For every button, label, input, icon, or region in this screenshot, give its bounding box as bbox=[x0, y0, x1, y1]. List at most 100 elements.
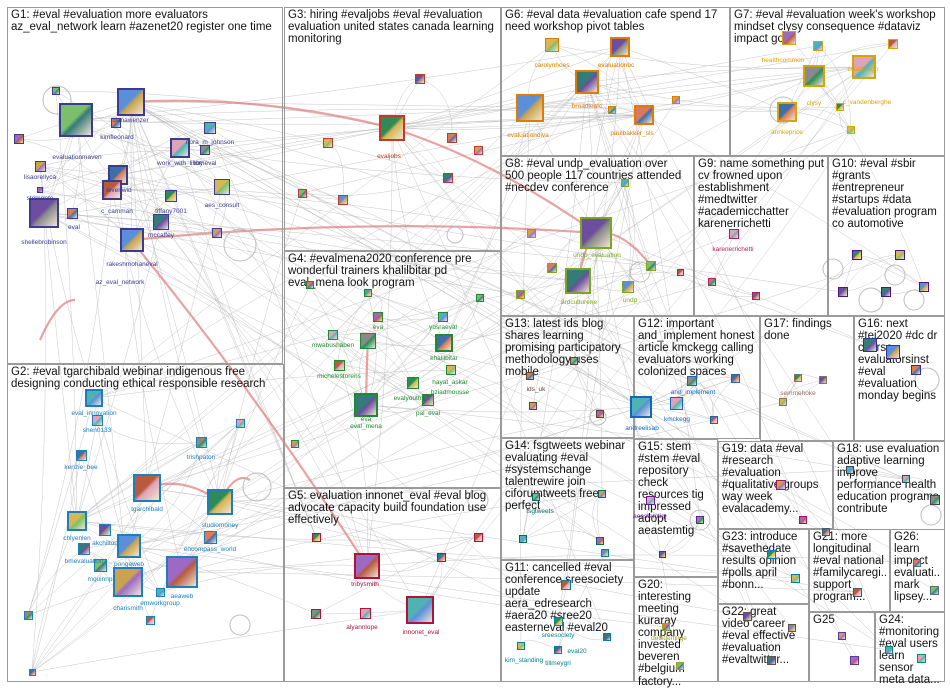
node-g2-avatar[interactable] bbox=[99, 524, 111, 536]
node-g16-avatar[interactable] bbox=[911, 365, 921, 375]
node-g1-avatar[interactable] bbox=[204, 122, 216, 134]
node-g10-avatar[interactable] bbox=[881, 287, 891, 297]
node-g3-avatar[interactable] bbox=[473, 145, 483, 155]
node-g7-avatar[interactable] bbox=[852, 55, 876, 79]
node-g9-avatar[interactable] bbox=[708, 278, 716, 286]
node-g3-avatar[interactable] bbox=[323, 138, 333, 148]
node-g1-avatar[interactable] bbox=[102, 180, 122, 200]
node-g2-avatar[interactable] bbox=[133, 474, 161, 502]
node-g5-avatar[interactable] bbox=[354, 553, 380, 579]
node-g9-avatar[interactable] bbox=[729, 229, 739, 239]
node-g7-avatar[interactable] bbox=[777, 102, 797, 122]
node-g7-avatar[interactable] bbox=[836, 103, 844, 111]
node-g2-avatar[interactable] bbox=[75, 449, 87, 461]
node-g10-avatar[interactable] bbox=[895, 250, 905, 260]
node-g3-avatar[interactable] bbox=[379, 115, 405, 141]
node-g6-avatar[interactable] bbox=[608, 106, 616, 114]
node-g11-avatar[interactable] bbox=[603, 633, 611, 641]
node-g2-avatar[interactable] bbox=[85, 389, 103, 407]
node-g2-avatar[interactable] bbox=[155, 587, 165, 597]
node-g2-avatar[interactable] bbox=[235, 418, 245, 428]
node-g23-avatar[interactable] bbox=[766, 549, 776, 559]
node-g17-avatar[interactable] bbox=[794, 374, 802, 382]
node-g20-avatar[interactable] bbox=[662, 623, 670, 631]
node-g7-avatar[interactable] bbox=[813, 41, 823, 51]
node-g1-avatar[interactable] bbox=[59, 103, 93, 137]
node-g10-avatar[interactable] bbox=[838, 287, 848, 297]
node-g2-avatar[interactable] bbox=[195, 436, 207, 448]
node-g24-avatar[interactable] bbox=[916, 653, 926, 663]
node-g8-avatar[interactable] bbox=[515, 289, 525, 299]
node-g8-avatar[interactable] bbox=[621, 179, 629, 187]
node-g8-avatar[interactable] bbox=[526, 228, 536, 238]
node-g24-avatar[interactable] bbox=[885, 646, 893, 654]
node-g13-avatar[interactable] bbox=[529, 402, 537, 410]
node-g1-avatar[interactable] bbox=[14, 134, 24, 144]
node-g6-avatar[interactable] bbox=[634, 105, 654, 125]
node-g20-avatar[interactable] bbox=[676, 662, 684, 670]
node-g15-avatar[interactable] bbox=[658, 550, 666, 558]
node-g6-avatar[interactable] bbox=[610, 37, 630, 57]
node-g1-avatar[interactable] bbox=[52, 87, 60, 95]
node-g12-avatar[interactable] bbox=[669, 396, 683, 410]
node-g2-avatar[interactable] bbox=[91, 414, 103, 426]
node-g15-avatar[interactable] bbox=[696, 516, 704, 524]
node-g2-avatar[interactable] bbox=[23, 610, 33, 620]
node-g1-avatar[interactable] bbox=[66, 207, 78, 219]
node-g25-avatar[interactable] bbox=[838, 632, 846, 640]
node-g22-avatar[interactable] bbox=[766, 655, 776, 665]
node-g3-avatar[interactable] bbox=[415, 74, 425, 84]
node-g1-avatar[interactable] bbox=[200, 145, 210, 155]
node-g12-avatar[interactable] bbox=[730, 373, 740, 383]
node-g18-avatar[interactable] bbox=[846, 466, 854, 474]
node-g2-avatar[interactable] bbox=[28, 668, 36, 676]
node-g6-avatar[interactable] bbox=[672, 96, 680, 104]
node-g10-avatar[interactable] bbox=[919, 282, 929, 292]
node-g8-avatar[interactable] bbox=[580, 217, 612, 249]
node-g21-avatar[interactable] bbox=[852, 587, 862, 597]
node-g19-avatar[interactable] bbox=[776, 480, 786, 490]
node-g1-avatar[interactable] bbox=[120, 228, 144, 252]
node-g1-avatar[interactable] bbox=[37, 187, 43, 193]
node-g3-avatar[interactable] bbox=[443, 173, 453, 183]
node-g6-avatar[interactable] bbox=[575, 70, 599, 94]
node-g8-avatar[interactable] bbox=[646, 261, 656, 271]
node-g2-avatar[interactable] bbox=[93, 558, 107, 572]
node-g2-avatar[interactable] bbox=[78, 543, 90, 555]
node-g5-avatar[interactable] bbox=[436, 552, 446, 562]
node-g6-avatar[interactable] bbox=[545, 38, 559, 52]
node-g1-avatar[interactable] bbox=[165, 190, 177, 202]
node-g13-avatar[interactable] bbox=[596, 410, 604, 418]
node-g10-avatar[interactable] bbox=[852, 250, 862, 260]
node-g4-avatar[interactable] bbox=[328, 330, 338, 340]
node-g1-avatar[interactable] bbox=[117, 88, 145, 116]
node-g5-avatar[interactable] bbox=[311, 609, 321, 619]
node-g4-avatar[interactable] bbox=[291, 440, 299, 448]
node-g4-avatar[interactable] bbox=[476, 294, 484, 302]
node-g1-avatar[interactable] bbox=[170, 138, 190, 158]
node-g18-avatar[interactable] bbox=[902, 475, 910, 483]
node-g4-avatar[interactable] bbox=[333, 359, 345, 371]
node-g12-avatar[interactable] bbox=[630, 396, 652, 418]
node-g1-avatar[interactable] bbox=[34, 160, 46, 172]
node-g9-avatar[interactable] bbox=[752, 292, 760, 300]
node-g17-avatar[interactable] bbox=[779, 398, 787, 406]
node-g8-avatar[interactable] bbox=[547, 263, 557, 273]
node-g5-avatar[interactable] bbox=[359, 607, 371, 619]
node-g18-avatar[interactable] bbox=[930, 495, 940, 505]
node-g8-avatar[interactable] bbox=[565, 268, 591, 294]
node-g5-avatar[interactable] bbox=[406, 596, 434, 624]
node-g11-avatar[interactable] bbox=[554, 646, 562, 654]
node-g4-avatar[interactable] bbox=[407, 377, 419, 389]
node-g25-avatar[interactable] bbox=[849, 655, 859, 665]
node-g2-avatar[interactable] bbox=[117, 534, 141, 558]
node-g6-avatar[interactable] bbox=[516, 94, 544, 122]
node-g1-avatar[interactable] bbox=[29, 198, 59, 228]
node-g22-avatar[interactable] bbox=[788, 624, 796, 632]
node-g14-avatar[interactable] bbox=[519, 535, 527, 543]
node-g7-avatar[interactable] bbox=[803, 65, 825, 87]
node-g1-avatar[interactable] bbox=[111, 118, 121, 128]
node-g1-avatar[interactable] bbox=[153, 214, 169, 230]
node-g3-avatar[interactable] bbox=[338, 195, 348, 205]
node-g2-avatar[interactable] bbox=[145, 615, 155, 625]
